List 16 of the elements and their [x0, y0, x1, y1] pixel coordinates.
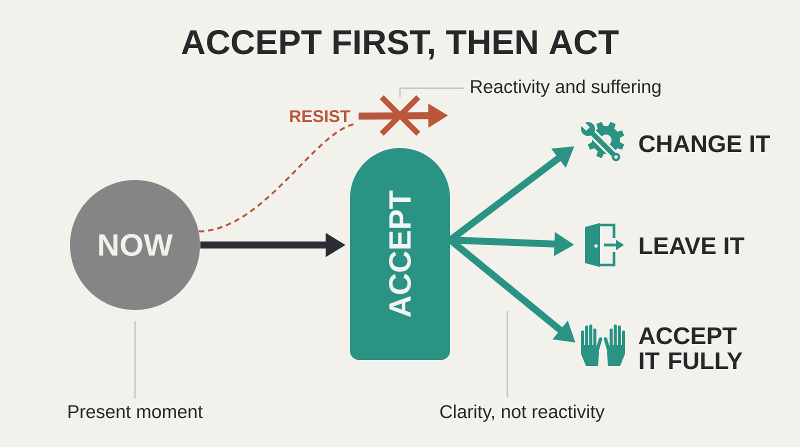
leader-line [506, 311, 508, 398]
open-hands-icon [580, 324, 626, 366]
callout-text: Reactivity and suffering [471, 80, 660, 97]
caption-text: Present moment [68, 405, 203, 418]
option-label: LEAVE IT [640, 237, 744, 254]
arch-box: ACCEPT [350, 148, 450, 360]
leader-line [134, 320, 136, 398]
title: ACCEPT FIRST, THEN ACT [182, 30, 619, 60]
dashed-curve [198, 122, 356, 232]
arrow-label: RESIST [290, 110, 350, 122]
option-label: CHANGE IT [639, 135, 770, 152]
option-label: ACCEPT IT FULLY [638, 327, 742, 370]
caption-text: Clarity, not reactivity [440, 404, 605, 422]
cross-mark [378, 94, 422, 137]
gear-wrench-icon [581, 122, 624, 162]
leader-line [399, 87, 464, 98]
